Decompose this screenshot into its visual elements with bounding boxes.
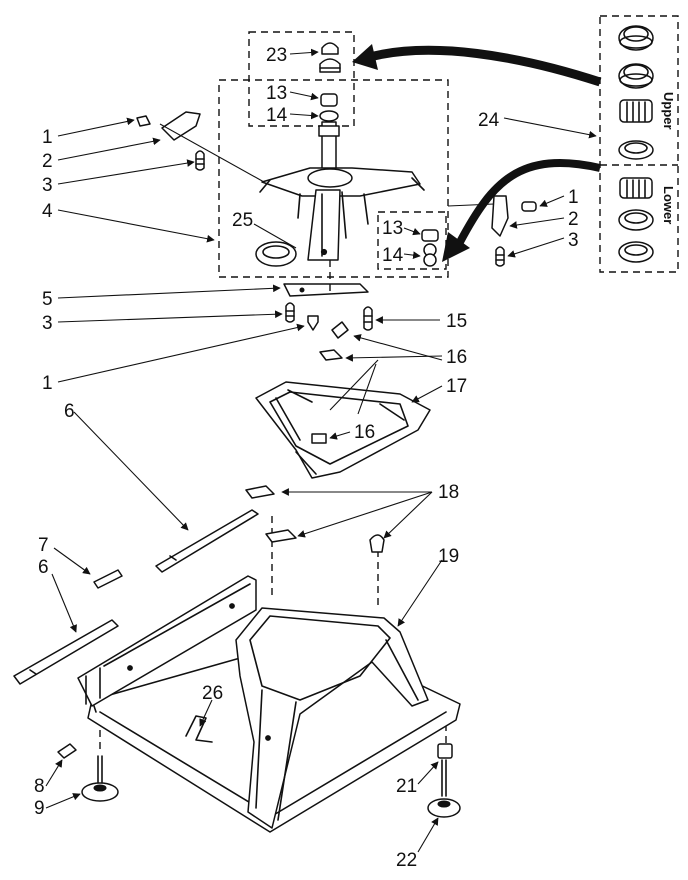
- callout-4: 4: [42, 201, 53, 222]
- upper-bearing-box: [248, 31, 355, 127]
- callout-23: 23: [266, 45, 287, 66]
- callout-25: 25: [232, 210, 253, 231]
- callout-17: 17: [446, 376, 467, 397]
- callout-13: 13: [266, 83, 287, 104]
- clip-part: [93, 569, 123, 589]
- transmission-assembly: [259, 121, 425, 261]
- lower-bearing-parts: [618, 177, 654, 263]
- callout-14: 14: [266, 105, 288, 126]
- side-rod-upper: [155, 509, 259, 573]
- lower-pointer-arrow: [456, 159, 601, 244]
- right-bracket-group: [447, 195, 537, 267]
- callout-26: 26: [202, 683, 223, 704]
- callout-18: 18: [438, 482, 459, 503]
- suspension-base-tray: [255, 349, 431, 479]
- callout-13-lower: 13: [382, 218, 403, 239]
- callout-6-lower: 6: [38, 557, 49, 578]
- upper-pointer-arrow: [364, 45, 602, 87]
- hook-part: [185, 715, 213, 743]
- left-bracket-group: [136, 111, 205, 171]
- lower-label: Lower: [661, 186, 676, 224]
- callout-24: 24: [478, 110, 500, 131]
- lower-bearing-stack: [421, 229, 439, 267]
- callout-19: 19: [438, 546, 459, 567]
- callout-9: 9: [34, 798, 45, 819]
- callout-2-right: 2: [568, 209, 579, 230]
- callout-1: 1: [42, 127, 53, 148]
- callout-16: 16: [446, 347, 467, 368]
- callout-5: 5: [42, 289, 53, 310]
- front-left-foot: [57, 743, 119, 802]
- callout-1-mid: 1: [42, 373, 53, 394]
- strap-part: [283, 283, 369, 297]
- mounting-clips: [245, 485, 385, 553]
- callout-3: 3: [42, 175, 53, 196]
- callout-22: 22: [396, 850, 417, 871]
- callout-7: 7: [38, 535, 49, 556]
- callout-16-lower: 16: [354, 422, 375, 443]
- callout-3-mid: 3: [42, 313, 53, 334]
- callout-8: 8: [34, 776, 45, 797]
- seal-ring-part: [255, 241, 297, 267]
- transmission-assembly-box: [218, 79, 449, 278]
- callout-1-right: 1: [568, 187, 579, 208]
- upper-label: Upper: [661, 92, 676, 130]
- callout-15: 15: [446, 311, 467, 332]
- callout-6: 6: [64, 401, 75, 422]
- front-right-foot: [427, 743, 461, 818]
- lower-bearing-box: [377, 211, 447, 270]
- upper-bearing-parts: [618, 25, 654, 160]
- leader-lines: [45, 48, 597, 853]
- callout-labels: 1 2 3 4 23 13 14 25 13 14 24 1 2 3 5 3 1…: [34, 45, 579, 871]
- side-rod-lower: [13, 619, 119, 685]
- callout-14-lower: 14: [382, 245, 404, 266]
- bearing-inset-box: Upper Lower: [599, 15, 679, 273]
- upper-bearing-stack: [319, 42, 341, 122]
- callout-3-right: 3: [568, 230, 579, 251]
- spring-bolt-parts: [285, 302, 373, 339]
- cabinet-base-frame: [77, 575, 461, 833]
- callout-21: 21: [396, 776, 417, 797]
- callout-2: 2: [42, 151, 53, 172]
